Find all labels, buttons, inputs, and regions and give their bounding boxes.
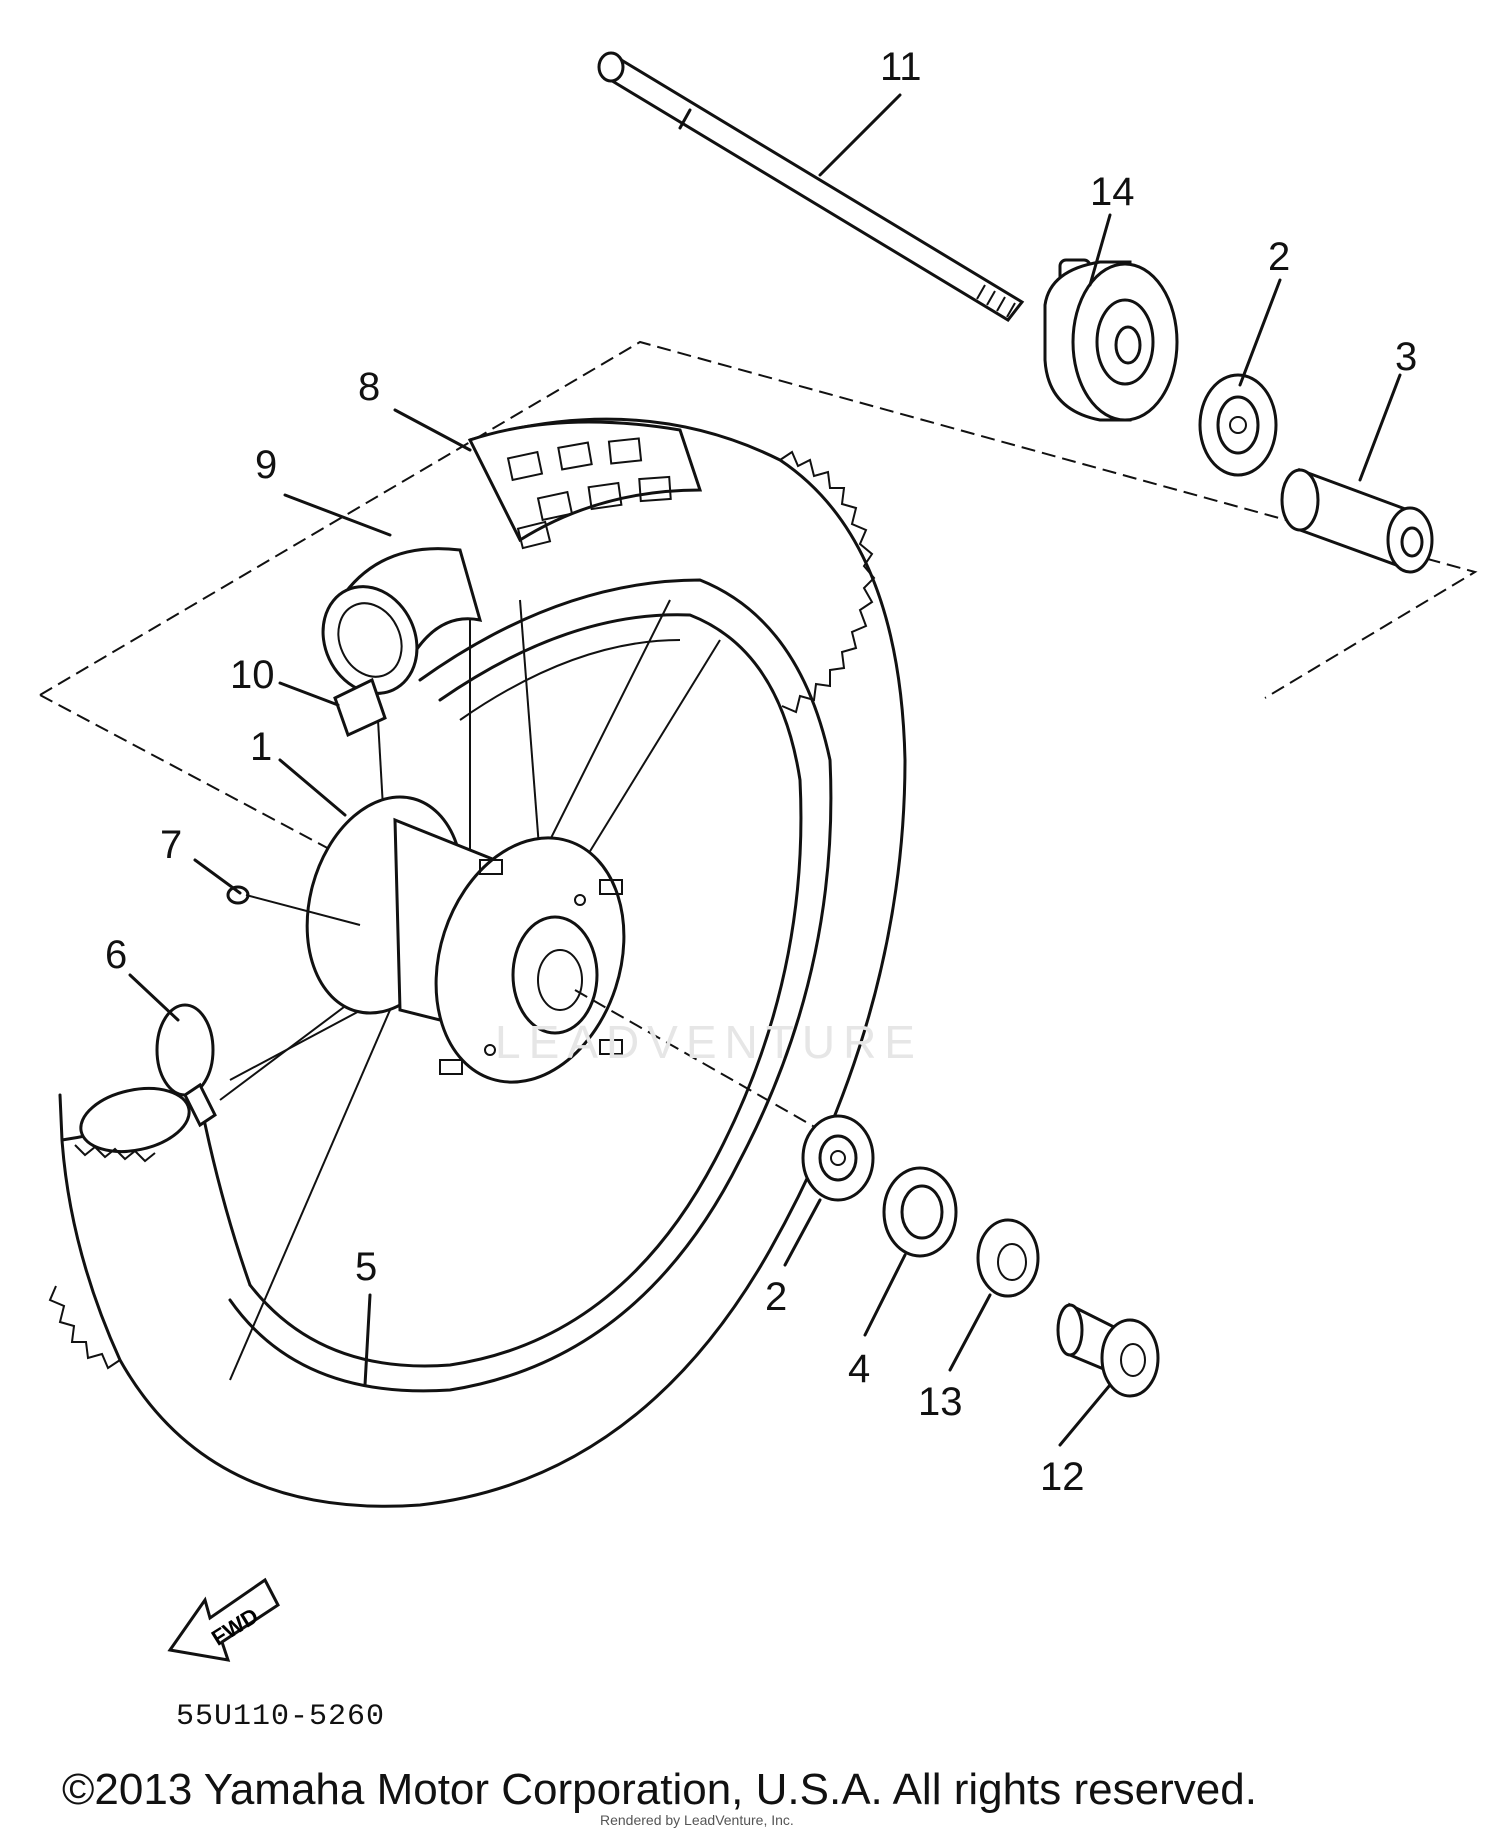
collar	[1280, 467, 1434, 574]
callout-11: 11	[880, 45, 922, 89]
front-axle	[597, 51, 1025, 322]
forward-direction-arrow: FWD	[167, 1577, 280, 1662]
callout-8: 8	[358, 365, 380, 409]
oil-seal	[882, 1166, 958, 1258]
callout-12: 12	[1040, 1455, 1085, 1499]
callout-3: 3	[1395, 335, 1417, 379]
callouts: 11 14 2 3 8 9 10 1 7 6 5 2 4 13 12	[105, 45, 1417, 1499]
callout-2-upper: 2	[1268, 235, 1290, 279]
rendered-by-note: Rendered by LeadVenture, Inc.	[600, 1812, 794, 1828]
callout-10: 10	[230, 653, 275, 697]
spacer	[976, 1218, 1040, 1298]
axle-centerline	[574, 989, 821, 1131]
copyright-notice: ©2013 Yamaha Motor Corporation, U.S.A. A…	[62, 1765, 1257, 1814]
callout-2-lower: 2	[765, 1275, 787, 1319]
rim-band	[333, 677, 387, 738]
callout-6: 6	[105, 933, 127, 977]
leader-lines	[128, 93, 1402, 1447]
callout-13: 13	[918, 1380, 963, 1424]
callout-9: 9	[255, 443, 277, 487]
callout-5: 5	[355, 1245, 377, 1289]
hub	[305, 795, 626, 1084]
callout-4: 4	[848, 1347, 870, 1391]
lower-collar	[1056, 1302, 1160, 1398]
upper-bearing	[1198, 373, 1278, 477]
tire	[48, 417, 907, 1508]
callout-7: 7	[160, 823, 182, 867]
tire-valve	[74, 1003, 217, 1163]
lower-bearing	[801, 1114, 875, 1202]
meter-gear-unit	[1043, 258, 1179, 422]
watermark: LEADVENTURE	[495, 1016, 923, 1068]
callout-14: 14	[1090, 170, 1135, 214]
spoke-nipple	[226, 885, 361, 926]
assembly-plane-outline	[39, 340, 1478, 861]
tube	[321, 547, 483, 695]
callout-1: 1	[250, 725, 272, 769]
diagram-code: 55U110-5260	[176, 1700, 386, 1734]
